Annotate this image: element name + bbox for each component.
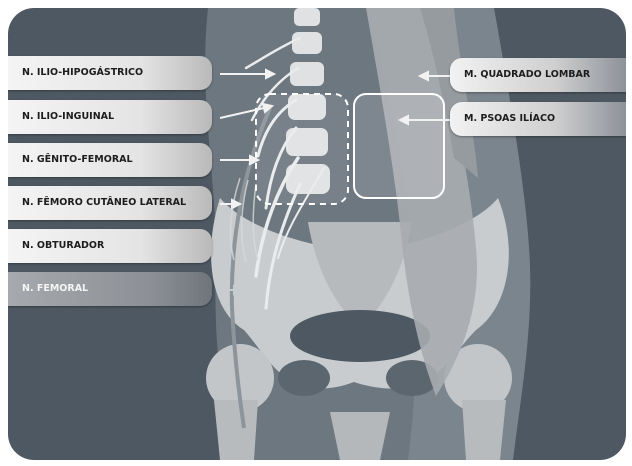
label-psoas-iliaco: M. PSOAS ILÍACO (450, 102, 626, 136)
pubic-symphysis (330, 412, 390, 460)
femur-right (462, 400, 506, 460)
highlight-box-plexus (256, 94, 348, 204)
label-ilio-inguinal: N. ILIO-INGUINAL (8, 100, 212, 134)
obturator-foramen-left (278, 360, 330, 396)
femur-left (214, 400, 258, 460)
highlight-box-psoas (354, 94, 444, 198)
label-quadrado-lombar: M. QUADRADO LOMBAR (450, 58, 626, 92)
label-femoral: N. FEMORAL (8, 272, 212, 306)
pelvic-inlet (290, 310, 430, 362)
label-femoro-cutaneo-lateral: N. FÊMORO CUTÂNEO LATERAL (8, 186, 212, 220)
label-obturador: N. OBTURADOR (8, 229, 212, 263)
label-genito-femoral: N. GÊNITO-FEMORAL (8, 143, 212, 177)
anatomy-figure: N. ILIO-HIPOGÁSTRICO N. ILIO-INGUINAL N.… (8, 8, 626, 460)
label-ilio-hipogastrico: N. ILIO-HIPOGÁSTRICO (8, 56, 212, 90)
